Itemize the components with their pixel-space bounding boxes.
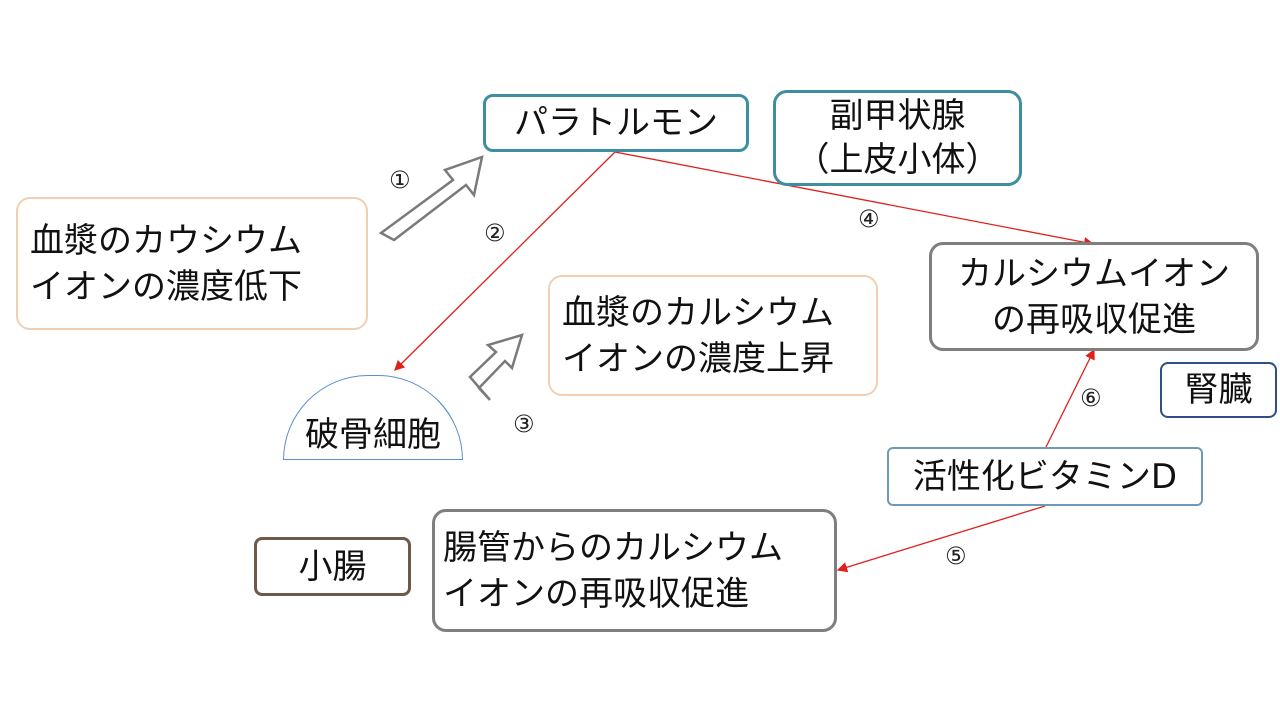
renal-line2: の再吸収促進 bbox=[992, 299, 1196, 340]
parathyroid-line2: （上皮小体） bbox=[795, 140, 1000, 180]
gut-reabsorption-box: 腸管からのカルシウム イオンの再吸収促進 bbox=[432, 509, 837, 632]
small-intestine-box: 小腸 bbox=[254, 537, 411, 596]
step-6-label: ⑥ bbox=[1080, 384, 1102, 412]
renal-line1: カルシウムイオン bbox=[958, 253, 1230, 294]
arrow-vitd-to-renal bbox=[1045, 348, 1095, 448]
vitamin-d-label: 活性化ビタミンD bbox=[912, 456, 1178, 497]
kidney-label: 腎臓 bbox=[1184, 370, 1253, 410]
plasma-calcium-high-box: 血漿のカルシウム イオンの濃度上昇 bbox=[548, 275, 878, 396]
step-5-label: ⑤ bbox=[945, 542, 967, 570]
parathormone-label: パラトルモン bbox=[514, 103, 718, 143]
step-4-label: ④ bbox=[858, 205, 880, 233]
gut-line1: 腸管からのカルシウム bbox=[443, 527, 783, 568]
parathyroid-box: 副甲状腺 （上皮小体） bbox=[773, 90, 1022, 186]
arrow-vitd-to-gut bbox=[836, 505, 1046, 573]
step-1-label: ① bbox=[389, 166, 411, 194]
plasma-high-line2: イオンの濃度上昇 bbox=[562, 338, 834, 379]
gut-line2: イオンの再吸収促進 bbox=[443, 573, 749, 614]
plasma-calcium-low-box: 血漿のカウシウム イオンの濃度低下 bbox=[16, 197, 368, 330]
osteoclast-dome: 破骨細胞 bbox=[283, 375, 463, 460]
step1-block-arrow bbox=[378, 155, 484, 242]
parathyroid-line1: 副甲状腺 bbox=[829, 96, 966, 136]
kidney-box: 腎臓 bbox=[1160, 362, 1277, 418]
osteoclast-label: 破骨細胞 bbox=[305, 415, 441, 455]
active-vitamin-d-box: 活性化ビタミンD bbox=[887, 447, 1203, 506]
arrow-pth-to-osteoclast bbox=[394, 151, 616, 371]
step3-block-arrow bbox=[468, 333, 524, 401]
plasma-low-line1: 血漿のカウシウム bbox=[30, 220, 302, 261]
plasma-low-line2: イオンの濃度低下 bbox=[30, 266, 302, 307]
step-3-label: ③ bbox=[513, 410, 535, 438]
arrow-pth-to-renal bbox=[614, 151, 1095, 248]
parathormone-box: パラトルモン bbox=[483, 94, 749, 152]
plasma-high-line1: 血漿のカルシウム bbox=[562, 292, 834, 333]
step-2-label: ② bbox=[484, 219, 506, 247]
renal-reabsorption-box: カルシウムイオン の再吸収促進 bbox=[929, 242, 1259, 351]
intestine-label: 小腸 bbox=[298, 546, 367, 587]
